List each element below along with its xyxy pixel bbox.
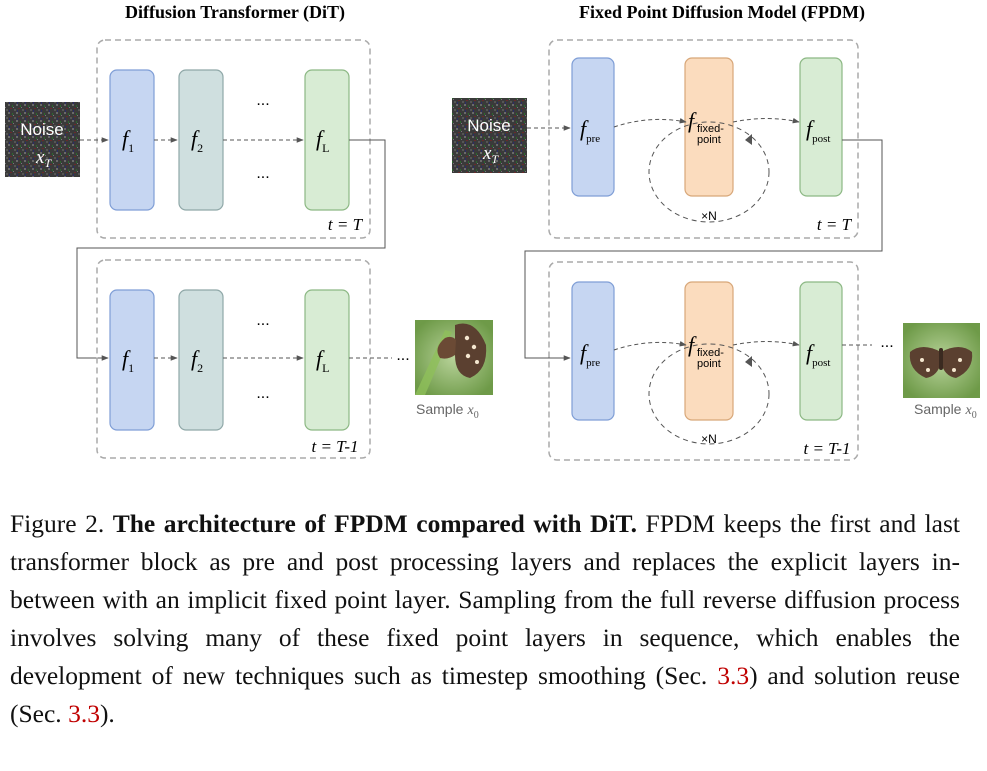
caption-body-2: ) and solution reuse (Sec.	[10, 661, 960, 728]
dit-block-f1-top	[109, 69, 155, 211]
fpdm-block-post-bottom	[799, 281, 843, 421]
dit-label-f2-bottom: f2	[191, 346, 203, 375]
fpdm-loop-label-bottom: ×N	[701, 432, 717, 446]
fpdm-loop-arrow-bottom	[745, 356, 752, 367]
figure-caption: Figure 2. The architecture of FPDM compa…	[10, 505, 960, 733]
fpdm-connector	[524, 139, 883, 361]
architecture-diagram: Diffusion Transformer (DiT) Noise xT f1 …	[5, 2, 980, 461]
fpdm-label-pre-top: fpre	[580, 116, 600, 145]
fpdm-label-fixed-sub2-top: point	[697, 134, 721, 146]
dit-label-fL-top: fL	[316, 126, 329, 155]
fpdm-loop-top	[648, 121, 770, 223]
dit-block-f1-bottom	[109, 289, 155, 431]
fpdm-loop-arrow-top	[745, 134, 752, 145]
dit-connector	[76, 139, 386, 361]
caption-prefix: Figure 2.	[10, 509, 105, 538]
caption-body-1: FPDM keeps the first and last transforme…	[10, 509, 960, 690]
dit-block-fL-bottom	[304, 289, 350, 431]
caption-body-3: ).	[99, 699, 115, 728]
dit-label-f2-top: f2	[191, 126, 203, 155]
fpdm-label-fixed-top: f	[688, 108, 697, 133]
fpdm-t-bottom: t = T-1	[803, 439, 850, 458]
fpdm-block-pre-top	[571, 57, 615, 197]
fpdm-title: Fixed Point Diffusion Model (FPDM)	[579, 2, 865, 23]
fpdm-arrow-pre-fixed	[613, 118, 687, 128]
fpdm-label-post-top: fpost	[806, 116, 830, 145]
caption-ref-2[interactable]: 3.3	[68, 699, 100, 728]
dit-tail-dots: ...	[396, 347, 409, 364]
fpdm-t-top: t = T	[817, 215, 853, 234]
dit-label-f1-top: f1	[122, 126, 134, 155]
dit-ellipsis-top-2: ...	[256, 165, 269, 182]
dit-noise-symbol: xT	[35, 147, 52, 170]
dit-panel-top	[96, 39, 371, 239]
caption-bold: The architecture of FPDM compared with D…	[112, 509, 638, 538]
fpdm-noise-symbol: xT	[482, 143, 499, 166]
fpdm-label-fixed-sub1-bottom: fixed-	[697, 347, 724, 359]
fpdm-block-fixed-bottom	[684, 281, 734, 421]
fpdm-block-fixed-top	[684, 57, 734, 197]
dit-t-bottom: t = T-1	[311, 437, 358, 456]
fpdm-noise-label: Noise	[467, 116, 510, 135]
dit-block-fL-top	[304, 69, 350, 211]
fpdm-label-fixed-sub1-top: fixed-	[697, 123, 724, 135]
dit-title: Diffusion Transformer (DiT)	[125, 2, 345, 23]
fpdm-arrow-fixed-post-bottom	[732, 340, 800, 347]
dit-t-top: t = T	[328, 215, 364, 234]
dit-label-fL-bottom: fL	[316, 346, 329, 375]
fpdm-sample-image	[903, 323, 980, 398]
dit-sample-image	[415, 320, 493, 395]
fpdm-loop-bottom	[648, 343, 770, 445]
dit-ellipsis-bottom-1: ...	[256, 312, 269, 329]
dit-ellipsis-top-1: ...	[256, 92, 269, 109]
fpdm-tail-dots: ...	[880, 334, 893, 351]
fpdm-noise-image	[452, 98, 527, 173]
dit-block-f2-bottom	[178, 289, 224, 431]
fpdm-arrow-fixed-post	[732, 117, 800, 124]
dit-label-f1-bottom: f1	[122, 346, 134, 375]
fpdm-label-pre-bottom: fpre	[580, 340, 600, 369]
fpdm-label-post-bottom: fpost	[806, 340, 830, 369]
dit-block-f2-top	[178, 69, 224, 211]
fpdm-label-fixed-bottom: f	[688, 332, 697, 357]
caption-ref-1[interactable]: 3.3	[717, 661, 750, 690]
dit-panel-bottom	[96, 259, 371, 459]
fpdm-block-post-top	[799, 57, 843, 197]
fpdm-label-fixed-sub2-bottom: point	[697, 358, 721, 370]
fpdm-loop-label-top: ×N	[701, 209, 717, 223]
fpdm-block-pre-bottom	[571, 281, 615, 421]
dit-noise-image	[5, 102, 80, 177]
dit-noise-label: Noise	[20, 120, 63, 139]
dit-ellipsis-bottom-2: ...	[256, 385, 269, 402]
fpdm-arrow-pre-fixed-bottom	[613, 341, 687, 351]
